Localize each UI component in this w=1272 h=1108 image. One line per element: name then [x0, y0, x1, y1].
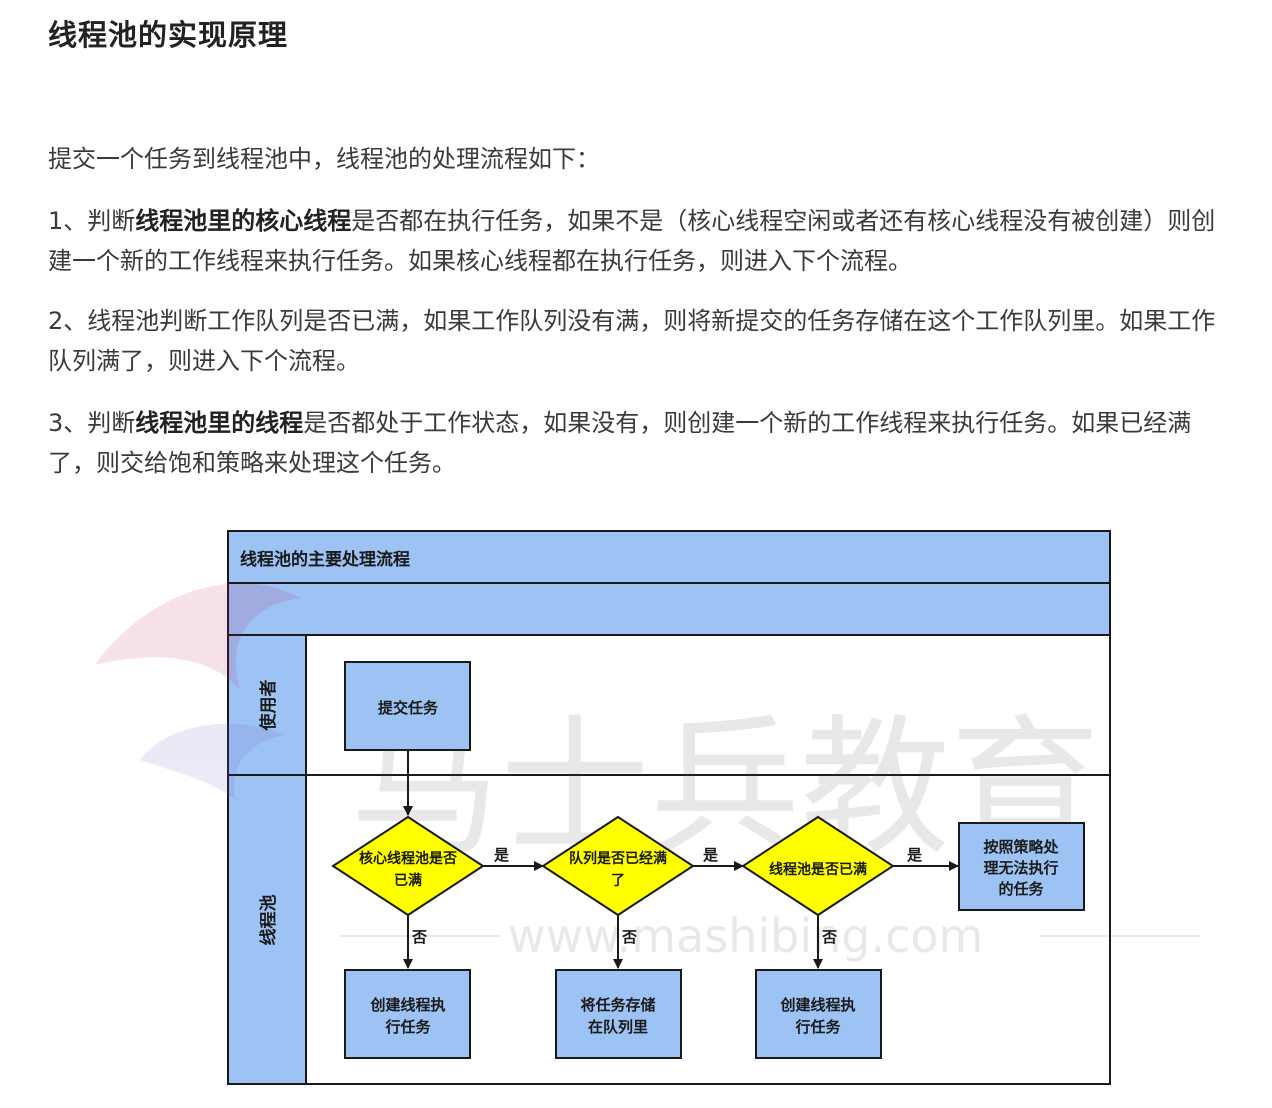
decision-2-label-line2: 了 — [611, 873, 625, 889]
page-title: 线程池的实现原理 — [48, 18, 289, 52]
edge-label-no-1: 否 — [411, 928, 427, 946]
watermark-logo — [95, 583, 300, 690]
step-1-prefix: 1、判断 — [48, 207, 136, 235]
swimlane-frame — [227, 530, 1111, 1085]
decision-core-pool-full — [331, 815, 485, 917]
node-store-in-queue — [555, 969, 682, 1059]
decision-queue-full — [541, 815, 695, 917]
intro-paragraph: 提交一个任务到线程池中，线程池的处理流程如下： — [48, 145, 600, 173]
step-2-paragraph: 2、线程池判断工作队列是否已满，如果工作队列没有满，则将新提交的任务存储在这个工… — [48, 301, 1238, 381]
node-b3-label-line1: 创建线程执 — [779, 996, 855, 1014]
lane-label-pool-bg — [227, 774, 307, 1085]
node-submit-task — [344, 661, 471, 751]
step-3-rest: 是否都处于工作状态，如果没有，则创建一个新的工作线程来执行任务。如果已经满了，则… — [48, 409, 1192, 477]
lane-label-user-bg — [227, 634, 307, 776]
node-b2-label-line1: 将任务存储 — [580, 996, 655, 1014]
node-policy-label-line1: 按照策略处 — [983, 838, 1059, 856]
node-submit-label: 提交任务 — [378, 699, 439, 717]
edge-label-no-2: 否 — [621, 928, 637, 946]
step-3-bold: 线程池里的线程 — [135, 409, 304, 437]
edge-label-yes-2: 是 — [702, 846, 719, 864]
connectors — [403, 750, 959, 969]
node-create-thread-1 — [344, 969, 471, 1059]
decision-2-label-line1: 队列是否已经满 — [569, 850, 667, 867]
step-3-paragraph: 3、判断线程池里的线程是否都处于工作状态，如果没有，则创建一个新的工作线程来执行… — [48, 403, 1238, 483]
diagram-title: 线程池的主要处理流程 — [240, 549, 410, 570]
lane-pool — [305, 774, 1111, 1085]
edge-label-yes-3: 是 — [906, 846, 923, 864]
step-1-paragraph: 1、判断线程池里的核心线程是否都在执行任务，如果不是（核心线程空闲或者还有核心线… — [48, 201, 1238, 281]
step-1-rest: 是否都在执行任务，如果不是（核心线程空闲或者还有核心线程没有被创建）则创建一个新… — [48, 207, 1216, 275]
node-b1-label-line1: 创建线程执 — [369, 996, 445, 1014]
step-3-prefix: 3、判断 — [48, 409, 136, 437]
lane-label-user: 使用者 — [258, 680, 279, 732]
watermark-logo-lower — [140, 723, 285, 800]
decision-1-label-line1: 核心线程池是否 — [359, 850, 457, 867]
edge-label-yes-1: 是 — [493, 846, 510, 864]
node-policy-label-line2: 理无法执行 — [983, 859, 1058, 877]
decision-pool-full — [741, 815, 895, 917]
watermark-url: www.mashibing.com — [508, 909, 983, 963]
node-policy-label-line3: 的任务 — [998, 880, 1044, 898]
node-policy — [958, 822, 1085, 911]
edge-label-no-3: 否 — [821, 928, 837, 946]
step-2-rest: 2、线程池判断工作队列是否已满，如果工作队列没有满，则将新提交的任务存储在这个工… — [48, 307, 1216, 375]
node-create-thread-2 — [755, 969, 882, 1059]
diagram-subheader — [227, 582, 1111, 636]
diagram-header — [227, 530, 1111, 584]
decision-3-label: 线程池是否已满 — [769, 861, 867, 878]
node-b1-label-line2: 行任务 — [384, 1018, 431, 1036]
step-1-bold: 线程池里的核心线程 — [135, 207, 352, 235]
decision-1-label-line2: 已满 — [394, 872, 422, 889]
lane-label-pool: 线程池 — [258, 895, 279, 946]
node-b2-label-line2: 在队列里 — [588, 1018, 648, 1036]
node-b3-label-line2: 行任务 — [794, 1018, 841, 1036]
